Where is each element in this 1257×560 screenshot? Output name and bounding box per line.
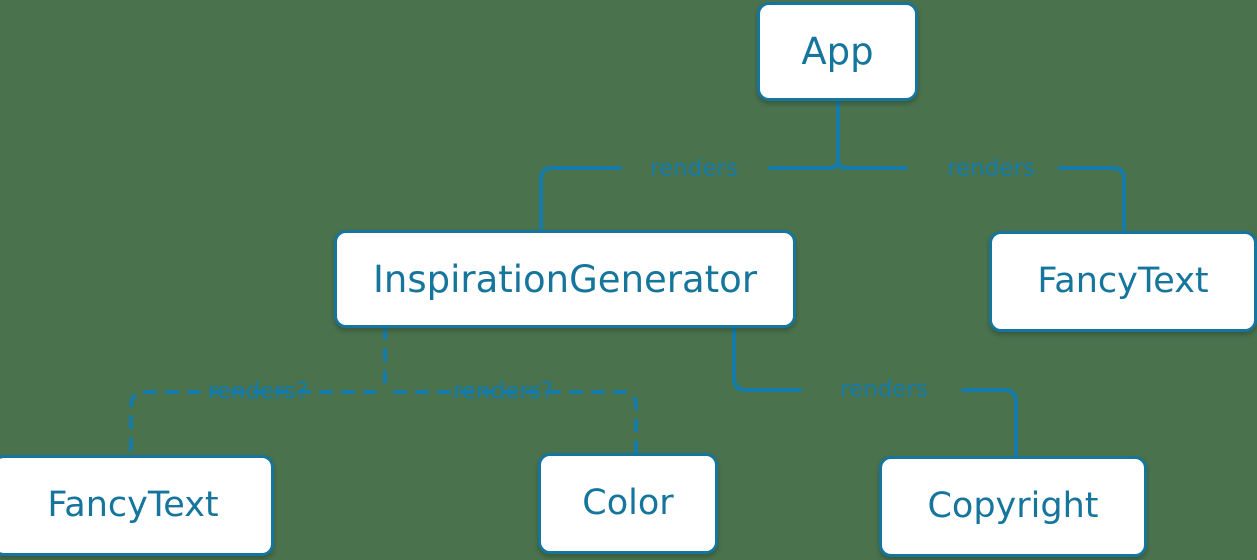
node-fancytext-bottom[interactable]: FancyText [0, 455, 274, 556]
node-color[interactable]: Color [538, 453, 718, 554]
edge-app-to-fancytext [1058, 166, 1126, 233]
node-color-label: Color [582, 483, 674, 523]
node-inspirationgenerator-label: InspirationGenerator [372, 257, 758, 301]
edge-label-inspiration-to-color: renders? [452, 378, 554, 405]
edge-label-inspiration-to-fancytext: renders? [207, 378, 309, 405]
node-fancytext-bottom-label: FancyText [47, 485, 219, 525]
edge-app-to-inspiration [539, 166, 622, 232]
node-inspirationgenerator[interactable]: InspirationGenerator [334, 230, 796, 328]
edge-app-stem-left [768, 158, 840, 170]
node-app-label: App [801, 30, 874, 73]
edge-label-app-to-fancytext: renders [947, 155, 1035, 182]
node-app[interactable]: App [757, 2, 918, 101]
edge-label-inspiration-to-copyright: renders [840, 376, 928, 403]
node-copyright-label: Copyright [927, 486, 1099, 526]
edge-copyright-arm [961, 388, 1018, 458]
node-fancytext-top[interactable]: FancyText [989, 231, 1257, 332]
node-copyright[interactable]: Copyright [879, 456, 1147, 557]
edge-label-app-to-inspiration: renders [650, 155, 738, 182]
edge-app-stem [836, 99, 908, 170]
edge-inspiration-to-copyright [732, 326, 802, 392]
node-fancytext-top-label: FancyText [1037, 261, 1209, 301]
